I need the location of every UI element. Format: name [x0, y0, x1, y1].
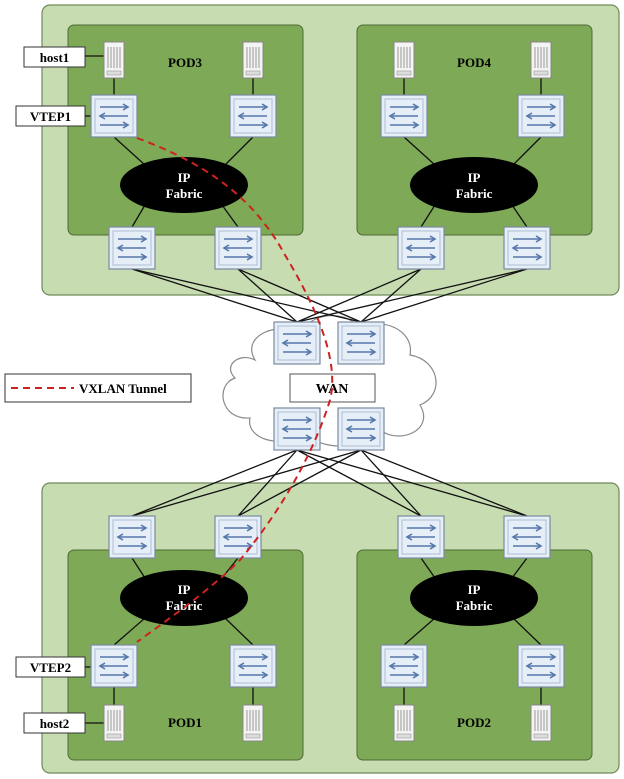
legend-tunnel-label: VXLAN Tunnel [79, 381, 167, 396]
switch-icon [337, 407, 385, 451]
pod1-label: POD1 [168, 715, 202, 730]
switch-icon [273, 407, 321, 451]
server-icon [530, 704, 552, 742]
switch-icon [503, 226, 551, 270]
ip-fabric-pod1: IP Fabric [120, 570, 248, 626]
host1-label-box [23, 46, 86, 68]
links [85, 55, 542, 724]
switch-icon [214, 515, 262, 559]
switch-icon [517, 94, 565, 138]
switch-icon [517, 644, 565, 688]
fabric-label-line1: IP [178, 582, 191, 597]
fabric-label-line1: IP [178, 170, 191, 185]
switch-icon [380, 94, 428, 138]
vxlan-tunnel-path [136, 137, 334, 643]
host2-label-box [23, 712, 86, 734]
switch-icon [337, 321, 385, 365]
vtep1-label-box [15, 105, 86, 127]
switch-icon [229, 94, 277, 138]
ip-fabric-pod4: IP Fabric [410, 157, 538, 213]
host1-label: host1 [40, 50, 70, 65]
ip-fabric-pod2: IP Fabric [410, 570, 538, 626]
pod3-label: POD3 [168, 55, 202, 70]
pod2-label: POD2 [457, 715, 491, 730]
fabric-label-line2: Fabric [456, 598, 493, 613]
pod4-label: POD4 [457, 55, 491, 70]
fabric-label-line2: Fabric [166, 598, 203, 613]
switch-icon [397, 226, 445, 270]
fabric-label-line2: Fabric [456, 186, 493, 201]
host2-label: host2 [40, 716, 70, 731]
vtep1-label: VTEP1 [30, 109, 71, 124]
vtep2-label: VTEP2 [30, 660, 71, 675]
switch-icon [90, 644, 138, 688]
switch-icon [229, 644, 277, 688]
server-icon [393, 704, 415, 742]
server-icon [530, 41, 552, 79]
switch-icon [503, 515, 551, 559]
switch-icon [380, 644, 428, 688]
switch-icon [108, 226, 156, 270]
vtep2-label-box [15, 656, 86, 678]
switch-icon [397, 515, 445, 559]
server-icon [393, 41, 415, 79]
legend: VXLAN Tunnel [4, 373, 192, 403]
ip-fabric-pod3: IP Fabric [120, 157, 248, 213]
fabric-label-line2: Fabric [166, 186, 203, 201]
switch-icon [108, 515, 156, 559]
fabric-label-line1: IP [468, 170, 481, 185]
server-icon [242, 704, 264, 742]
fabric-label-line1: IP [468, 582, 481, 597]
server-icon [103, 704, 125, 742]
server-icon [242, 41, 264, 79]
switch-icon [214, 226, 262, 270]
switch-icon [273, 321, 321, 365]
server-icon [103, 41, 125, 79]
switch-icon [90, 94, 138, 138]
